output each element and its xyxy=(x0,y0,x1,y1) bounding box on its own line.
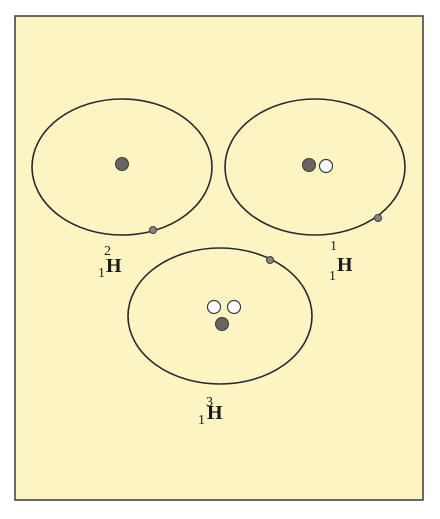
neutron xyxy=(208,301,221,314)
mass-number: 1 xyxy=(330,239,337,254)
proton xyxy=(116,158,129,171)
proton xyxy=(303,159,316,172)
electron xyxy=(375,215,382,222)
electron xyxy=(150,227,157,234)
element-symbol: H xyxy=(207,402,223,424)
neutron xyxy=(228,301,241,314)
atomic-number: 1 xyxy=(329,269,336,284)
electron xyxy=(267,257,274,264)
element-symbol: H xyxy=(337,254,353,276)
neutron xyxy=(320,160,333,173)
atomic-number: 1 xyxy=(198,413,205,428)
atomic-number: 1 xyxy=(98,266,105,281)
element-symbol: H xyxy=(106,255,122,277)
panel-background xyxy=(15,16,423,500)
proton xyxy=(216,318,229,331)
